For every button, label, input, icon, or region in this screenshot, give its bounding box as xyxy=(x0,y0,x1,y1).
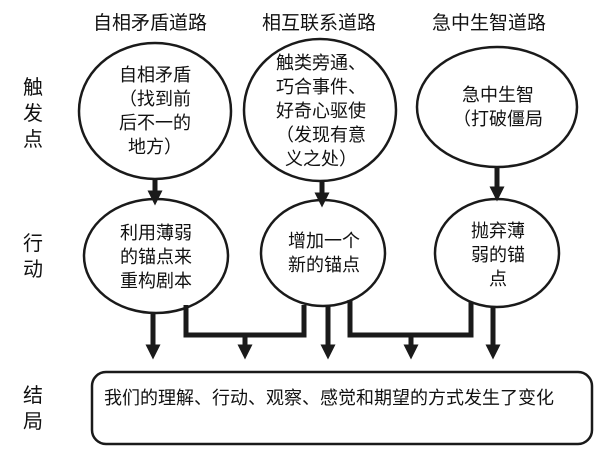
trigger-text-desperation: 急中生智 （打破僵局 xyxy=(453,85,543,130)
result-box xyxy=(90,370,594,446)
trigger-text-connection: 触类旁通、 巧合事件、 好奇心驱使 （发现有意 义之处） xyxy=(276,53,366,170)
trigger-text-contradiction: 自相矛盾 （找到前 后不一的 地方） xyxy=(119,65,191,158)
column-title-contradiction: 自相矛盾道路 xyxy=(93,12,208,34)
row-label-result: 结局 xyxy=(23,383,43,433)
connector-connection-right xyxy=(347,300,419,360)
column-title-desperation: 急中生智道路 xyxy=(432,12,547,34)
result-text: 我们的理解、行动、观察、感觉和期望的方式发生了变化 xyxy=(104,388,554,409)
action-text-contradiction: 利用薄弱 的锚点来 重构剧本 xyxy=(120,223,192,292)
connector-desperation-side xyxy=(411,302,474,338)
connector-connection-side xyxy=(245,305,307,338)
action-ellipse-connection xyxy=(259,198,387,308)
action-text-connection: 增加一个 新的锚点 xyxy=(288,231,360,276)
row-label-action: 行动 xyxy=(23,231,43,281)
action-ellipse-desperation xyxy=(433,197,561,309)
column-title-connection: 相互联系道路 xyxy=(262,12,377,34)
action-ellipse-contradiction xyxy=(82,197,230,315)
action-text-desperation: 抛弃薄 弱的锚 点 xyxy=(471,221,525,290)
row-label-trigger: 触发点 xyxy=(23,75,43,151)
connector-contradiction-side xyxy=(183,305,253,360)
